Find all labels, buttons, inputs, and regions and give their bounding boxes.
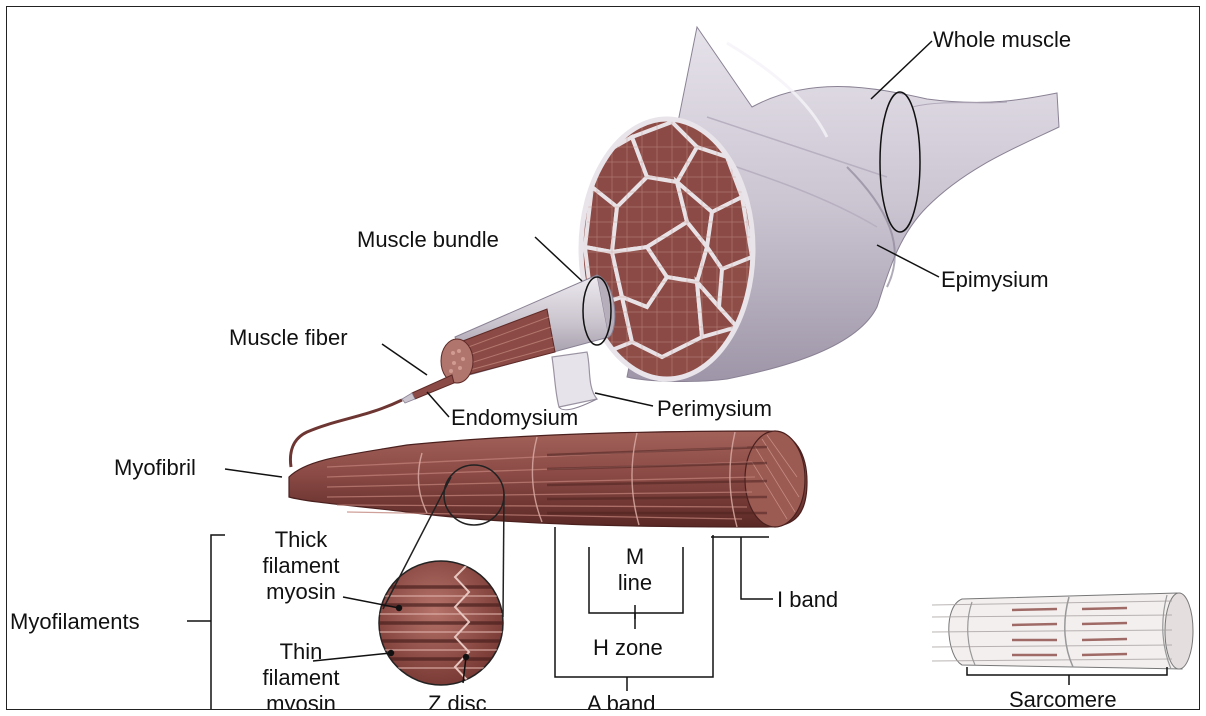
label-m-line-1: M (603, 544, 667, 569)
label-m-line-2: line (603, 570, 667, 595)
label-thin-filament-1: Thin (261, 639, 341, 664)
muscle-fiber-strand (412, 375, 454, 399)
label-thin-filament-2: filament (261, 665, 341, 690)
label-sarcomere: Sarcomere (1009, 687, 1117, 710)
label-z-disc: Z disc (428, 691, 487, 710)
label-myofilaments: Myofilaments (10, 609, 140, 634)
diagram-frame: Whole muscle Muscle bundle Epimysium Mus… (6, 6, 1200, 710)
label-muscle-fiber: Muscle fiber (229, 325, 348, 350)
label-endomysium: Endomysium (451, 405, 578, 430)
label-thick-filament-1: Thick (261, 527, 341, 552)
label-whole-muscle: Whole muscle (933, 27, 1071, 52)
label-thick-filament-2: filament (261, 553, 341, 578)
label-thick-filament-3: myosin (261, 579, 341, 604)
label-i-band: I band (777, 587, 838, 612)
label-thin-filament-3: myosin (261, 691, 341, 710)
label-epimysium: Epimysium (941, 267, 1049, 292)
label-perimysium: Perimysium (657, 396, 772, 421)
label-a-band: A band (587, 691, 656, 710)
label-h-zone: H zone (593, 635, 663, 660)
muscle-anatomy-illustration (7, 7, 1200, 710)
label-muscle-bundle: Muscle bundle (357, 227, 499, 252)
label-myofibril: Myofibril (114, 455, 196, 480)
